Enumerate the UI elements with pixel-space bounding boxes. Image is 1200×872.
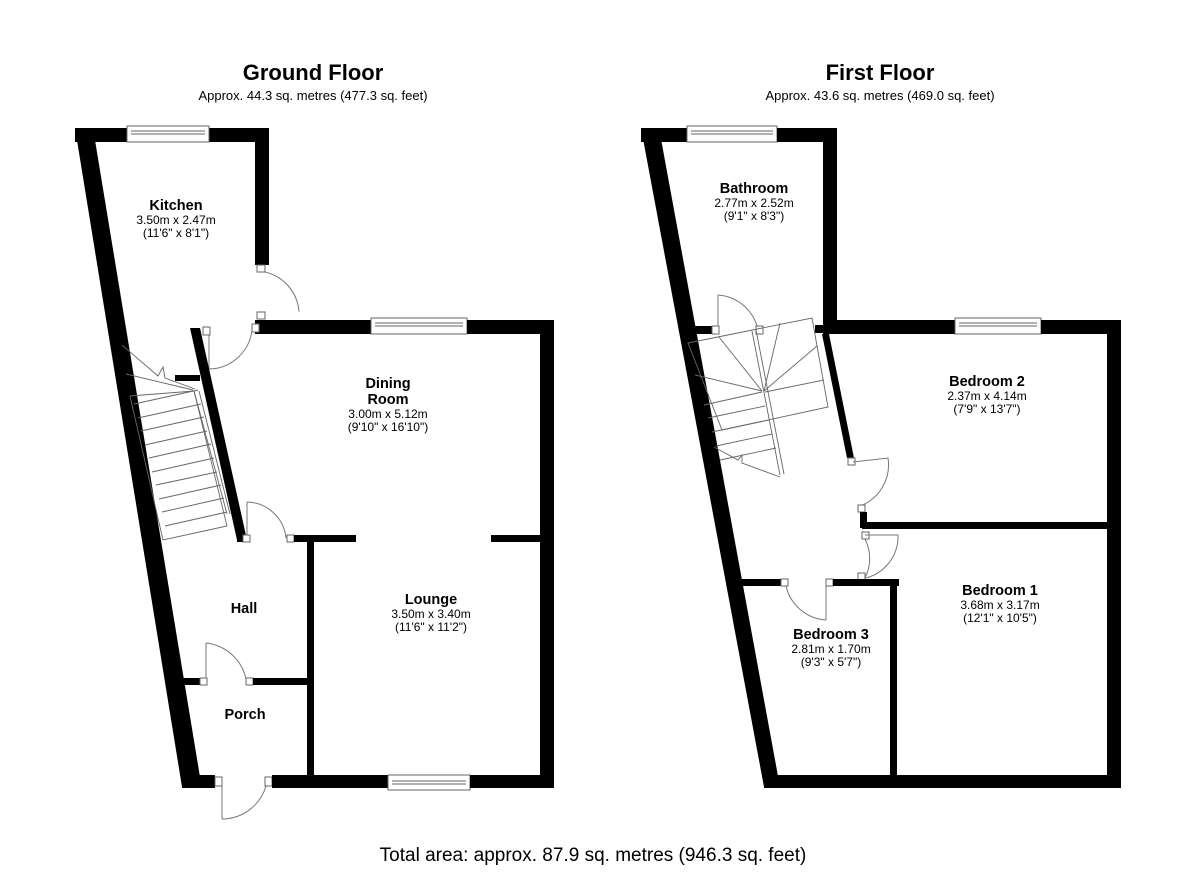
kitchen-top-wall (75, 128, 127, 142)
kitchen-back-door-icon (256, 271, 300, 320)
bedroom1-door-icon (857, 531, 899, 581)
room-dim-imperial: (9'10" x 16'10") (347, 420, 429, 434)
lounge-window-icon (387, 774, 471, 791)
room-dim-imperial: (9'1" x 8'3") (723, 209, 785, 223)
room-label-dining-room: Dining Room 3.00m x 5.12m (9'10" x 16'10… (348, 376, 428, 434)
ground-staircase-icon (121, 344, 231, 541)
hall-lounge-wall (307, 535, 314, 780)
bedroom3-door-icon (780, 578, 834, 621)
kitchen-window-icon (126, 125, 210, 143)
total-area: Total area: approx. 87.9 sq. metres (946… (379, 845, 807, 866)
ground-floor-area: Approx. 44.3 sq. metres (477.3 sq. feet) (198, 88, 428, 103)
room-dim-imperial: (12'1" x 10'5") (963, 611, 1037, 625)
first-floor-title: First Floor (825, 60, 935, 85)
room-dim-metric: 3.50m x 2.47m (136, 213, 216, 227)
room-name: Bedroom 3 (793, 627, 869, 643)
room-name: Kitchen (149, 198, 203, 214)
room-dim-metric: 2.77m x 2.52m (714, 196, 794, 210)
room-dim-imperial: (11'6" x 8'1") (142, 226, 210, 240)
room-label-bathroom: Bathroom 2.77m x 2.52m (9'1" x 8'3") (714, 181, 793, 223)
room-dim-metric: 2.37m x 4.14m (947, 389, 1027, 403)
kitchen-dining-door-icon (202, 323, 260, 370)
room-label-hall: Hall (231, 601, 258, 617)
ground-right-wall (540, 320, 554, 788)
room-name: Room (367, 392, 409, 408)
room-label-bedroom-3: Bedroom 3 2.81m x 1.70m (9'3" x 5'7") (791, 627, 870, 669)
first-floor-plan (641, 125, 1121, 788)
room-dim-metric: 3.50m x 3.40m (391, 607, 471, 621)
bathroom-window-icon (686, 125, 778, 143)
room-dim-imperial: (7'9" x 13'7") (953, 402, 1021, 416)
hall-dining-door-icon (242, 501, 295, 543)
room-label-lounge: Lounge 3.50m x 3.40m (11'6" x 11'2") (391, 592, 470, 634)
room-name: Lounge (404, 592, 458, 608)
room-name: Bathroom (719, 181, 789, 197)
room-label-kitchen: Kitchen 3.50m x 2.47m (11'6" x 8'1") (136, 198, 215, 240)
ground-floor-plan (75, 125, 554, 820)
ground-floor-title: Ground Floor (242, 60, 384, 85)
room-name: Dining (365, 376, 411, 392)
first-floor-area: Approx. 43.6 sq. metres (469.0 sq. feet) (765, 88, 995, 103)
room-label-porch: Porch (224, 707, 265, 723)
bathroom-right-wall (823, 128, 837, 334)
room-label-bedroom-2: Bedroom 2 2.37m x 4.14m (7'9" x 13'7") (947, 374, 1026, 416)
ground-left-wall (75, 128, 200, 787)
room-name: Bedroom 1 (962, 583, 1038, 599)
room-dim-metric: 3.68m x 3.17m (960, 598, 1040, 612)
dining-window-icon (370, 317, 468, 335)
room-name: Porch (224, 707, 266, 723)
first-bottom-wall (764, 775, 1121, 788)
room-name: Bedroom 2 (949, 374, 1025, 390)
first-left-wall (641, 128, 780, 787)
bedroom2-door-icon (847, 457, 890, 513)
bedroom3-bedroom1-wall (890, 579, 897, 779)
room-dim-metric: 3.00m x 5.12m (348, 407, 428, 421)
room-dim-metric: 2.81m x 1.70m (791, 642, 871, 656)
room-dim-imperial: (9'3" x 5'7") (800, 655, 862, 669)
room-name: Hall (230, 601, 258, 617)
porch-hall-door-icon (199, 642, 254, 686)
kitchen-right-wall (255, 128, 269, 265)
room-label-bedroom-1: Bedroom 1 3.68m x 3.17m (12'1" x 10'5") (960, 583, 1039, 625)
first-staircase-icon (687, 317, 829, 478)
bedroom2-window-icon (954, 317, 1042, 335)
first-right-wall (1107, 320, 1121, 788)
bedroom2-left-wall (822, 334, 854, 458)
room-dim-imperial: (11'6" x 11'2") (394, 620, 468, 634)
bathroom-door-icon (711, 294, 764, 335)
stair-partition-wall (190, 328, 247, 540)
front-door-icon (214, 776, 273, 820)
